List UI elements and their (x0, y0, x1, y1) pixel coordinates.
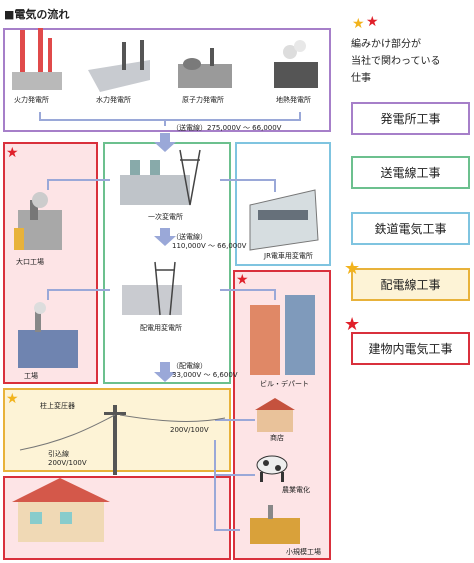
small-factory-icon (250, 505, 300, 544)
jr-substation-label: JR電車用変電所 (264, 252, 313, 260)
building-icon (250, 295, 315, 375)
nuclear-plant-label: 原子力発電所 (182, 96, 224, 104)
legend-power-plant-work: 発電所工事 (351, 102, 470, 135)
hydro-plant-label: 水力発電所 (96, 96, 131, 104)
main-flow-arrow-1 (154, 133, 176, 152)
legend-distribution-star-icon: ★ (344, 258, 361, 279)
large-factory-label: 大口工場 (16, 258, 44, 266)
legend-note-line: 当社で関わっている (351, 56, 441, 67)
railway-zone (235, 142, 331, 266)
distribution-substation-label: 配電用変電所 (140, 324, 182, 332)
utility-pole-icon (19, 405, 226, 475)
legend-yellow-star-icon: ★ (352, 16, 365, 32)
plant-collector-line (39, 112, 301, 126)
store-label: 商店 (270, 434, 284, 442)
distribution-title: （配電線） (172, 362, 207, 370)
building-star-icon: ★ (236, 272, 249, 288)
pole-transformer-label: 柱上変圧器 (40, 402, 75, 410)
line-to-consumers (214, 419, 255, 531)
pole-voltage-label: 200V/100V (170, 426, 209, 434)
thermal-plant-icon (12, 28, 62, 90)
legend-red-star-icon: ★ (366, 14, 379, 30)
service-line-title: 引込線 (48, 450, 69, 458)
legend-building-star-icon: ★ (344, 314, 361, 335)
geothermal-plant-label: 地熱発電所 (276, 96, 311, 104)
service-line-voltage: 200V/100V (48, 459, 87, 467)
primary-substation-icon (120, 149, 201, 206)
store-icon (255, 398, 295, 432)
hydro-plant-icon (88, 40, 150, 92)
cow-icon (256, 455, 288, 482)
power-plant-zone (3, 28, 331, 132)
legend-note-line: 編みかけ部分が (351, 39, 421, 50)
factory-label: 工場 (24, 372, 38, 380)
legend-railway-work: 鉄道電気工事 (351, 212, 470, 245)
distribution-substation-icon (122, 261, 182, 316)
building-label: ビル・デパート (260, 380, 309, 388)
transmission2-range: 110,000V 〜 66,000V (172, 242, 247, 250)
distribution-range: 33,000V 〜 6,600V (172, 371, 238, 379)
distribution-star-icon: ★ (6, 391, 19, 407)
legend-note-line: 仕事 (351, 73, 371, 84)
branch-to-factory (47, 289, 110, 300)
legend-transmission-work: 送電線工事 (351, 156, 470, 189)
main-flow-arrow-2 (154, 228, 176, 246)
geothermal-plant-icon (274, 40, 318, 88)
legend-building-work: 建物内電気工事 (351, 332, 470, 365)
transmission2-title: （送電線） (172, 233, 207, 241)
large-factory-icon (14, 192, 62, 250)
main-flow-arrow-3 (154, 362, 176, 382)
farm-label: 農業電化 (282, 486, 310, 494)
page-title: ■電気の流れ (4, 8, 70, 21)
branch-to-building (220, 289, 276, 300)
nuclear-plant-icon (178, 48, 232, 88)
transmission1-label: （送電線）275,000V 〜 66,000V (172, 124, 282, 132)
factory-icon (18, 302, 78, 368)
primary-substation-label: 一次変電所 (148, 213, 183, 221)
thermal-plant-label: 火力発電所 (14, 96, 49, 104)
legend-note: 編みかけ部分が 当社で関わっている 仕事 (351, 36, 441, 87)
small-factory-label: 小規模工場 (286, 548, 321, 556)
large-factory-star-icon: ★ (6, 145, 19, 161)
branch-to-jr (220, 179, 276, 192)
jr-train-icon (249, 189, 319, 251)
house-icon (12, 478, 110, 542)
branch-to-large-factory (47, 179, 110, 190)
legend-distribution-work: 配電線工事 (351, 268, 470, 301)
